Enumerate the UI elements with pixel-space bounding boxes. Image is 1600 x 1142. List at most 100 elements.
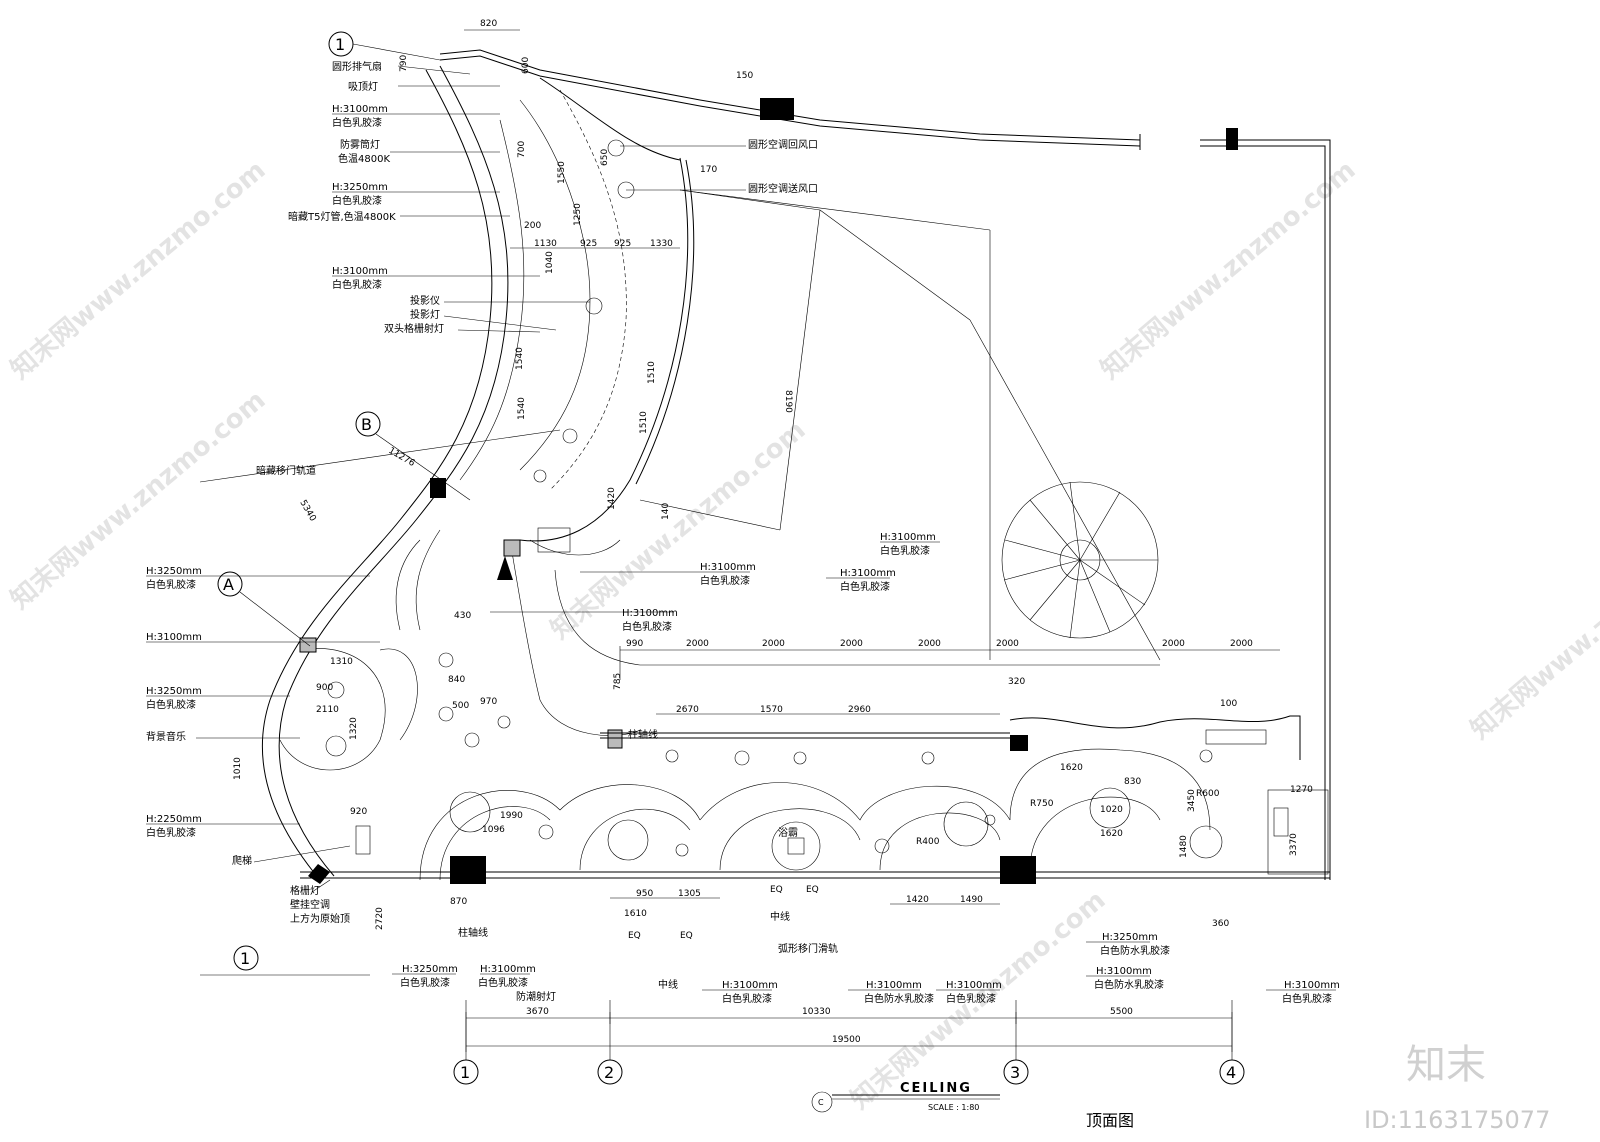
annotation-label: 白色乳胶漆 — [332, 194, 382, 207]
annotation-label: H:3100mm — [146, 632, 202, 643]
watermark: 知末网www.znzmo.com — [1465, 515, 1600, 745]
annotation-label: 白色乳胶漆 — [400, 976, 450, 989]
annotation-label: 白色乳胶漆 — [622, 620, 672, 633]
watermark: 知末网www.znzmo.com — [545, 415, 811, 645]
triangle-outline — [554, 189, 1161, 666]
axis-label: 2 — [604, 1063, 614, 1082]
annotation-label: 白色乳胶漆 — [946, 992, 996, 1005]
dimension-text: EQ — [806, 885, 819, 895]
column-block — [1000, 856, 1036, 884]
annotation-label: 色温4800K — [338, 152, 390, 165]
dimension-text: 820 — [480, 19, 497, 29]
annotation-label: 中线 — [658, 978, 678, 991]
dimension-text: 2110 — [316, 705, 339, 715]
dimension-text: 5340 — [297, 499, 317, 524]
dimension-text: 1510 — [647, 361, 657, 384]
dimension-text: 150 — [736, 71, 753, 81]
annotation-label: 上方为原始顶 — [290, 912, 350, 925]
dimension-text: R600 — [1196, 789, 1220, 799]
axis-label: B — [361, 415, 372, 434]
dimension-text: 2960 — [848, 705, 871, 715]
dimension-text: 19500 — [832, 1035, 861, 1045]
dimension-text: 785 — [613, 673, 623, 690]
dimension-text: 1420 — [906, 895, 929, 905]
title-marker: C — [818, 1098, 824, 1107]
dimension-text: 950 — [636, 889, 653, 899]
dimension-text: 500 — [452, 701, 469, 711]
annotation-label: 暗藏移门轨道 — [256, 464, 316, 477]
dimension-text: 2000 — [1162, 639, 1185, 649]
dimension-text: 1330 — [650, 239, 673, 249]
annotation-label: 防雾筒灯 — [340, 138, 380, 151]
watermark-group: 知末网www.znzmo.com 知末网www.znzmo.com 知末网www… — [5, 155, 1600, 1115]
axis-label: 4 — [1226, 1063, 1236, 1082]
column-block — [760, 98, 794, 120]
dimension-text: 1010 — [233, 757, 243, 780]
dimension-text: 2670 — [676, 705, 699, 715]
annotation-label: 白色乳胶漆 — [146, 578, 196, 591]
annotation-label: H:3100mm — [866, 980, 922, 991]
bath-dimension-row: 990 2000 2000 2000 2000 2000 2000 2000 2… — [613, 639, 1280, 715]
annotation-label: H:3100mm — [1096, 966, 1152, 977]
dimension-text: 8190 — [783, 390, 793, 413]
dimension-text: 900 — [316, 683, 333, 693]
annotation-label: H:3100mm — [880, 532, 936, 543]
dimension-text: 1310 — [330, 657, 353, 667]
annotation-label: 防潮射灯 — [516, 990, 556, 1003]
brand-logo: 知末 — [1406, 1042, 1486, 1088]
dimension-text: 320 — [1008, 677, 1025, 687]
annotation-label: 白色防水乳胶漆 — [1100, 944, 1170, 957]
dimension-text: 1540 — [517, 397, 527, 420]
dimension-text: 870 — [450, 897, 467, 907]
dimension-text: 650 — [600, 149, 610, 166]
annotation-label: 圆形排气扇 — [332, 60, 382, 73]
annotation-label: 背景音乐 — [146, 730, 186, 743]
dimension-text: 1610 — [624, 909, 647, 919]
dimension-text: 2720 — [375, 907, 385, 930]
watermark: 知末网www.znzmo.com — [1095, 155, 1361, 385]
dimension-text: 1620 — [1060, 763, 1083, 773]
annotation-label: 白色防水乳胶漆 — [864, 992, 934, 1005]
annotation-label: 弧形移门滑轨 — [778, 942, 838, 955]
annotation-label: 投影仪 — [410, 294, 440, 307]
dimension-text: 1096 — [482, 825, 505, 835]
dimension-text: 1270 — [1290, 785, 1313, 795]
bottom-annotations: H:3250mm 白色乳胶漆 H:3100mm 白色乳胶漆 防潮射灯 柱轴线 中… — [392, 910, 1340, 1005]
dimension-text: 1620 — [1100, 829, 1123, 839]
dimension-text: 11276 — [387, 446, 417, 469]
left-annotations: 圆形排气扇 吸顶灯 H:3100mm 白色乳胶漆 防雾筒灯 色温4800K H:… — [146, 60, 590, 925]
annotation-label: 柱轴线 — [628, 728, 658, 741]
annotation-label: H:3100mm — [946, 980, 1002, 991]
dimension-text: 140 — [661, 503, 671, 520]
annotation-label: 投影灯 — [410, 308, 440, 321]
spiral-stair — [1001, 481, 1159, 639]
annotation-label: H:3100mm — [840, 568, 896, 579]
dimension-text: 1990 — [500, 811, 523, 821]
overall-dimensions: 3670 10330 5500 19500 — [465, 1007, 1233, 1052]
axis-label: 1 — [240, 949, 250, 968]
annotation-label: 爬梯 — [232, 854, 252, 867]
brand-watermark: 知末 ID:1163175077 — [1364, 1042, 1550, 1134]
bath-dimensions: 1620 830 1020 1620 3450 1270 3370 1480 3… — [233, 611, 1313, 941]
tile-patch — [537, 527, 571, 553]
dimension-text: 1480 — [1179, 835, 1189, 858]
outer-wall — [439, 49, 1331, 880]
annotation-label: H:3250mm — [1102, 932, 1158, 943]
annotation-label: 双头格栅射灯 — [384, 322, 444, 335]
dimension-text: 600 — [521, 57, 531, 74]
axis-label: 1 — [460, 1063, 470, 1082]
annotation-label: 白色乳胶漆 — [146, 698, 196, 711]
dimension-text: 430 — [454, 611, 471, 621]
dimension-text: 10330 — [802, 1007, 831, 1017]
annotation-label: 圆形空调送风口 — [748, 182, 818, 195]
annotation-label: 白色防水乳胶漆 — [1094, 978, 1164, 991]
dimension-text: 170 — [700, 165, 717, 175]
annotation-label: 壁挂空调 — [290, 898, 330, 911]
watermark: 知末网www.znzmo.com — [5, 155, 271, 385]
annotation-label: 白色乳胶漆 — [840, 580, 890, 593]
column-block — [450, 856, 486, 884]
dimension-text: R400 — [916, 837, 940, 847]
dimension-text: 2000 — [840, 639, 863, 649]
right-annotations: 圆形空调回风口 圆形空调送风口 — [620, 138, 818, 195]
dimension-text: 1320 — [349, 717, 359, 740]
